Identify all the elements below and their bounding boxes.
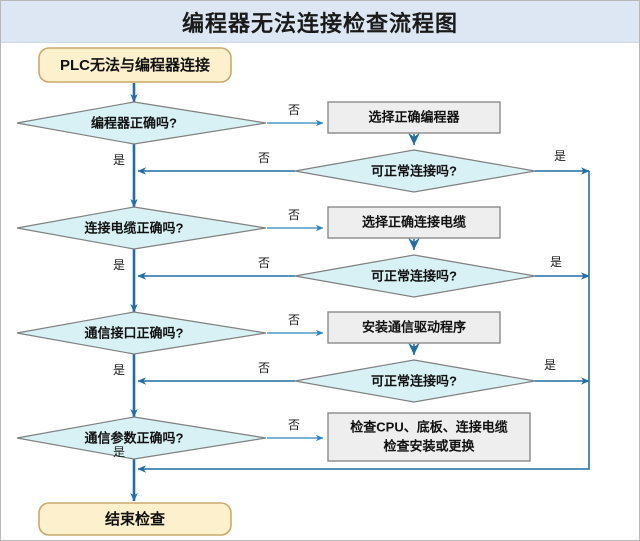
branch-label-recheck1-no: 否 [258, 151, 270, 165]
page-title: 编程器无法连接检查流程图 [181, 10, 458, 36]
node-recheck-3[interactable]: 可正常连接吗? [294, 359, 536, 403]
node-decision-2[interactable]: 连接电缆正确吗? [16, 206, 267, 250]
branch-label-recheck3-yes: 是 [544, 358, 556, 372]
node-end-label: 结束检查 [105, 510, 166, 528]
branch-label-recheck2-yes: 是 [550, 255, 562, 269]
branch-label-decision4-no: 否 [288, 418, 300, 432]
node-decision-1-label: 编程器正确吗? [91, 115, 177, 130]
connector-right-rail-to-spine [137, 171, 590, 473]
node-decision-3-label: 通信接口正确吗? [85, 325, 184, 340]
node-end[interactable]: 结束检查 [38, 502, 232, 536]
node-action-1-label: 选择正确编程器 [368, 109, 460, 124]
node-recheck-3-label: 可正常连接吗? [371, 373, 457, 388]
node-decision-1[interactable]: 编程器正确吗? [16, 101, 267, 145]
branch-label-decision3-yes: 是 [113, 363, 125, 377]
node-decision-2-label: 连接电缆正确吗? [85, 220, 184, 235]
branch-label-recheck3-no: 否 [258, 361, 270, 375]
branch-label-decision4-yes: 是 [113, 445, 125, 459]
node-action-4-label-line2: 检查安装或更换 [383, 438, 475, 453]
node-start-label: PLC无法与编程器连接 [60, 56, 210, 74]
node-action-2-label: 选择正确连接电缆 [362, 214, 466, 229]
title-bar: 编程器无法连接检查流程图 [1, 1, 639, 43]
node-decision-4-label: 通信参数正确吗? [85, 430, 184, 445]
node-action-3[interactable]: 安装通信驱动程序 [327, 311, 501, 344]
node-start[interactable]: PLC无法与编程器连接 [38, 47, 232, 83]
node-action-2[interactable]: 选择正确连接电缆 [327, 206, 501, 239]
node-action-1[interactable]: 选择正确编程器 [327, 101, 501, 134]
branch-label-recheck1-yes: 是 [554, 149, 566, 163]
branch-label-decision2-yes: 是 [113, 258, 125, 272]
node-action-3-label: 安装通信驱动程序 [362, 319, 466, 334]
branch-label-recheck2-no: 否 [258, 256, 270, 270]
node-action-4-label-line1: 检查CPU、底板、连接电缆 [350, 419, 507, 434]
branch-label-decision2-no: 否 [288, 208, 300, 222]
branch-label-decision3-no: 否 [288, 313, 300, 327]
node-decision-3[interactable]: 通信接口正确吗? [16, 311, 267, 355]
node-recheck-2-label: 可正常连接吗? [371, 268, 457, 283]
node-decision-4[interactable]: 通信参数正确吗? [16, 416, 267, 460]
branch-label-decision1-yes: 是 [113, 153, 125, 167]
node-recheck-1[interactable]: 可正常连接吗? [294, 149, 536, 193]
node-recheck-1-label: 可正常连接吗? [371, 163, 457, 178]
node-recheck-2[interactable]: 可正常连接吗? [294, 254, 536, 298]
branch-label-decision1-no: 否 [288, 103, 300, 117]
node-action-4[interactable]: 检查CPU、底板、连接电缆 检查安装或更换 [327, 412, 531, 462]
